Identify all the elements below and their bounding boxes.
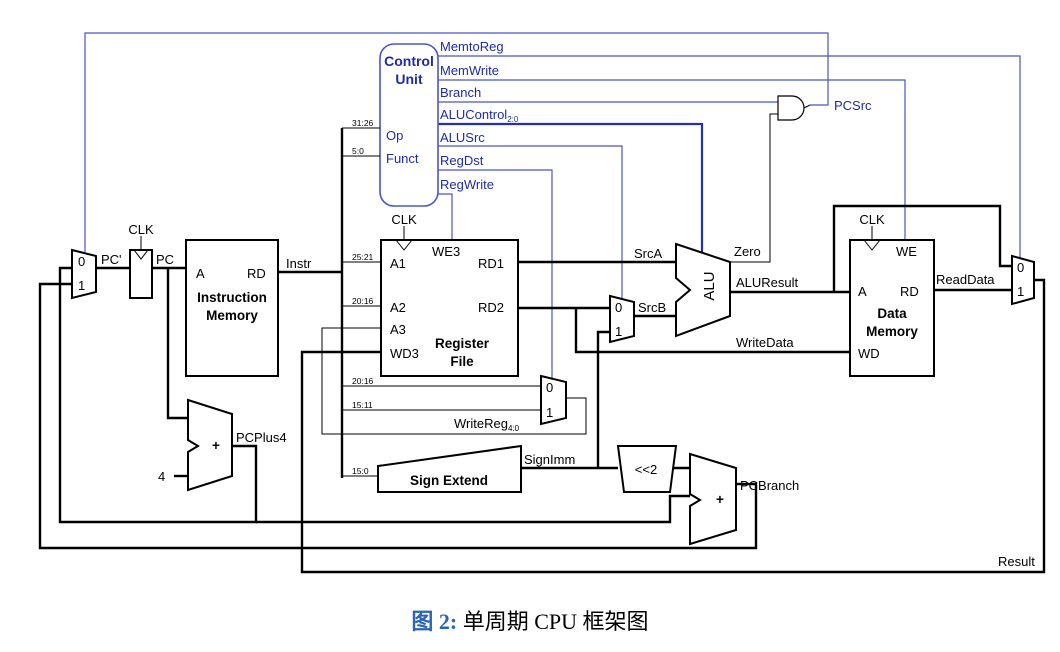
figure-caption: 图 2: 单周期 CPU 框架图 [0, 604, 1060, 636]
cpu-datapath-diagram: Control Unit Op Funct MemtoReg MemWrite … [38, 32, 1046, 574]
bits-rs: 25:21 [352, 252, 374, 262]
result-mux-0: 0 [1017, 260, 1024, 275]
pcsrc-label: PCSrc [834, 98, 872, 113]
bits-rt2: 20:16 [352, 376, 374, 386]
srcb-mux-0: 0 [615, 300, 622, 315]
instr-label: Instr [286, 256, 312, 271]
and-gate [777, 95, 811, 121]
pc-mux-1: 1 [78, 278, 85, 293]
figure-number: 图 2: [411, 609, 458, 634]
imem-rd: RD [247, 266, 266, 281]
alu: ALU [675, 242, 731, 338]
writereg-label: WriteReg4:0 [454, 416, 520, 433]
memwrite-label: MemWrite [440, 63, 499, 78]
bit-field-labels: 31:26 5:0 25:21 20:16 20:16 15:11 15:0 [352, 118, 374, 476]
control-wires [84, 32, 1021, 380]
pcbranch-label: PCBranch [740, 478, 799, 493]
rf-clk: CLK [391, 212, 417, 227]
writereg-sub: 4:0 [508, 424, 520, 433]
dmem-a: A [858, 284, 867, 299]
memtoreg-label: MemtoReg [440, 39, 504, 54]
shift-label: <<2 [635, 462, 657, 477]
srca-label: SrcA [634, 246, 663, 261]
rf-a2: A2 [390, 300, 406, 315]
alusrc-label: ALUSrc [440, 130, 485, 145]
rf-wd3: WD3 [390, 346, 419, 361]
control-unit: Control Unit Op Funct [379, 43, 439, 207]
control-unit-op: Op [386, 128, 403, 143]
pcplus4-adder: + [187, 398, 233, 492]
register-file: CLK WE3 A1 A2 A3 WD3 RD1 RD2 Register Fi… [380, 212, 519, 377]
shift-left-2: <<2 [616, 445, 678, 493]
aluresult-label: ALUResult [736, 275, 799, 290]
alucontrol-sub: 2:0 [507, 115, 519, 124]
imem-a: A [196, 266, 205, 281]
control-unit-title-2: Unit [395, 71, 423, 87]
writereg-mux: 0 1 [540, 374, 567, 426]
imem-title-1: Instruction [197, 290, 267, 305]
alucontrol-text: ALUControl [440, 107, 507, 122]
four-label: 4 [158, 469, 165, 484]
datapath-wires [38, 113, 1046, 574]
rf-a3: A3 [390, 322, 406, 337]
pcplus4-adder-plus: + [212, 438, 220, 453]
pcbranch-adder-plus: + [716, 492, 724, 507]
result-mux: 0 1 [1011, 254, 1035, 306]
result-mux-1: 1 [1017, 284, 1024, 299]
dmem-wd: WD [858, 346, 880, 361]
pc-label: PC [156, 252, 174, 267]
rf-rd2: RD2 [478, 300, 504, 315]
regdst-label: RegDst [440, 153, 484, 168]
dmem-rd: RD [900, 284, 919, 299]
pcplus4-label: PCPlus4 [236, 430, 287, 445]
writereg-mux-1: 1 [546, 405, 553, 420]
rf-title-2: File [450, 354, 474, 369]
rf-a1: A1 [390, 256, 406, 271]
pc-clk-label: CLK [128, 222, 154, 237]
branch-label: Branch [440, 85, 481, 100]
pc-register: CLK [128, 222, 154, 299]
pc-mux: 0 1 [71, 248, 97, 300]
dmem-title-1: Data [877, 306, 907, 321]
dmem-we: WE [896, 244, 917, 259]
dmem-title-2: Memory [866, 324, 918, 339]
bits-imm: 15:0 [352, 466, 369, 476]
rf-title-1: Register [435, 336, 490, 351]
srcb-label: SrcB [638, 300, 666, 315]
control-signal-labels: MemtoReg MemWrite Branch ALUControl2:0 A… [440, 39, 872, 192]
alucontrol-label: ALUControl2:0 [440, 107, 519, 124]
alu-label: ALU [701, 271, 718, 300]
bits-rt: 20:16 [352, 296, 374, 306]
dmem-clk: CLK [859, 212, 885, 227]
writereg-mux-0: 0 [546, 380, 553, 395]
bits-op: 31:26 [352, 118, 374, 128]
pc-prime-label: PC' [101, 252, 122, 267]
pc-mux-0: 0 [78, 254, 85, 269]
srcb-mux-1: 1 [615, 324, 622, 339]
zero-label: Zero [734, 244, 761, 259]
srcb-mux: 0 1 [609, 294, 635, 344]
signimm-label: SignImm [524, 452, 575, 467]
regwrite-label: RegWrite [440, 177, 494, 192]
writedata-label: WriteData [736, 335, 794, 350]
writereg-text: WriteReg [454, 416, 508, 431]
sign-extend: Sign Extend [377, 444, 522, 493]
rf-rd1: RD1 [478, 256, 504, 271]
control-unit-title-1: Control [384, 53, 434, 69]
bits-rd: 15:11 [352, 400, 373, 410]
pcbranch-adder: + [689, 452, 737, 546]
data-memory: CLK WE A RD WD Data Memory [849, 212, 935, 377]
control-unit-funct: Funct [386, 151, 419, 166]
result-label: Result [998, 554, 1035, 569]
imem-title-2: Memory [206, 308, 258, 323]
figure-title: 单周期 CPU 框架图 [462, 609, 649, 634]
bits-funct: 5:0 [352, 146, 364, 156]
rf-we3: WE3 [432, 244, 460, 259]
sign-extend-label: Sign Extend [410, 473, 488, 488]
readdata-label: ReadData [936, 272, 995, 287]
instruction-memory: A RD Instruction Memory [185, 239, 279, 377]
